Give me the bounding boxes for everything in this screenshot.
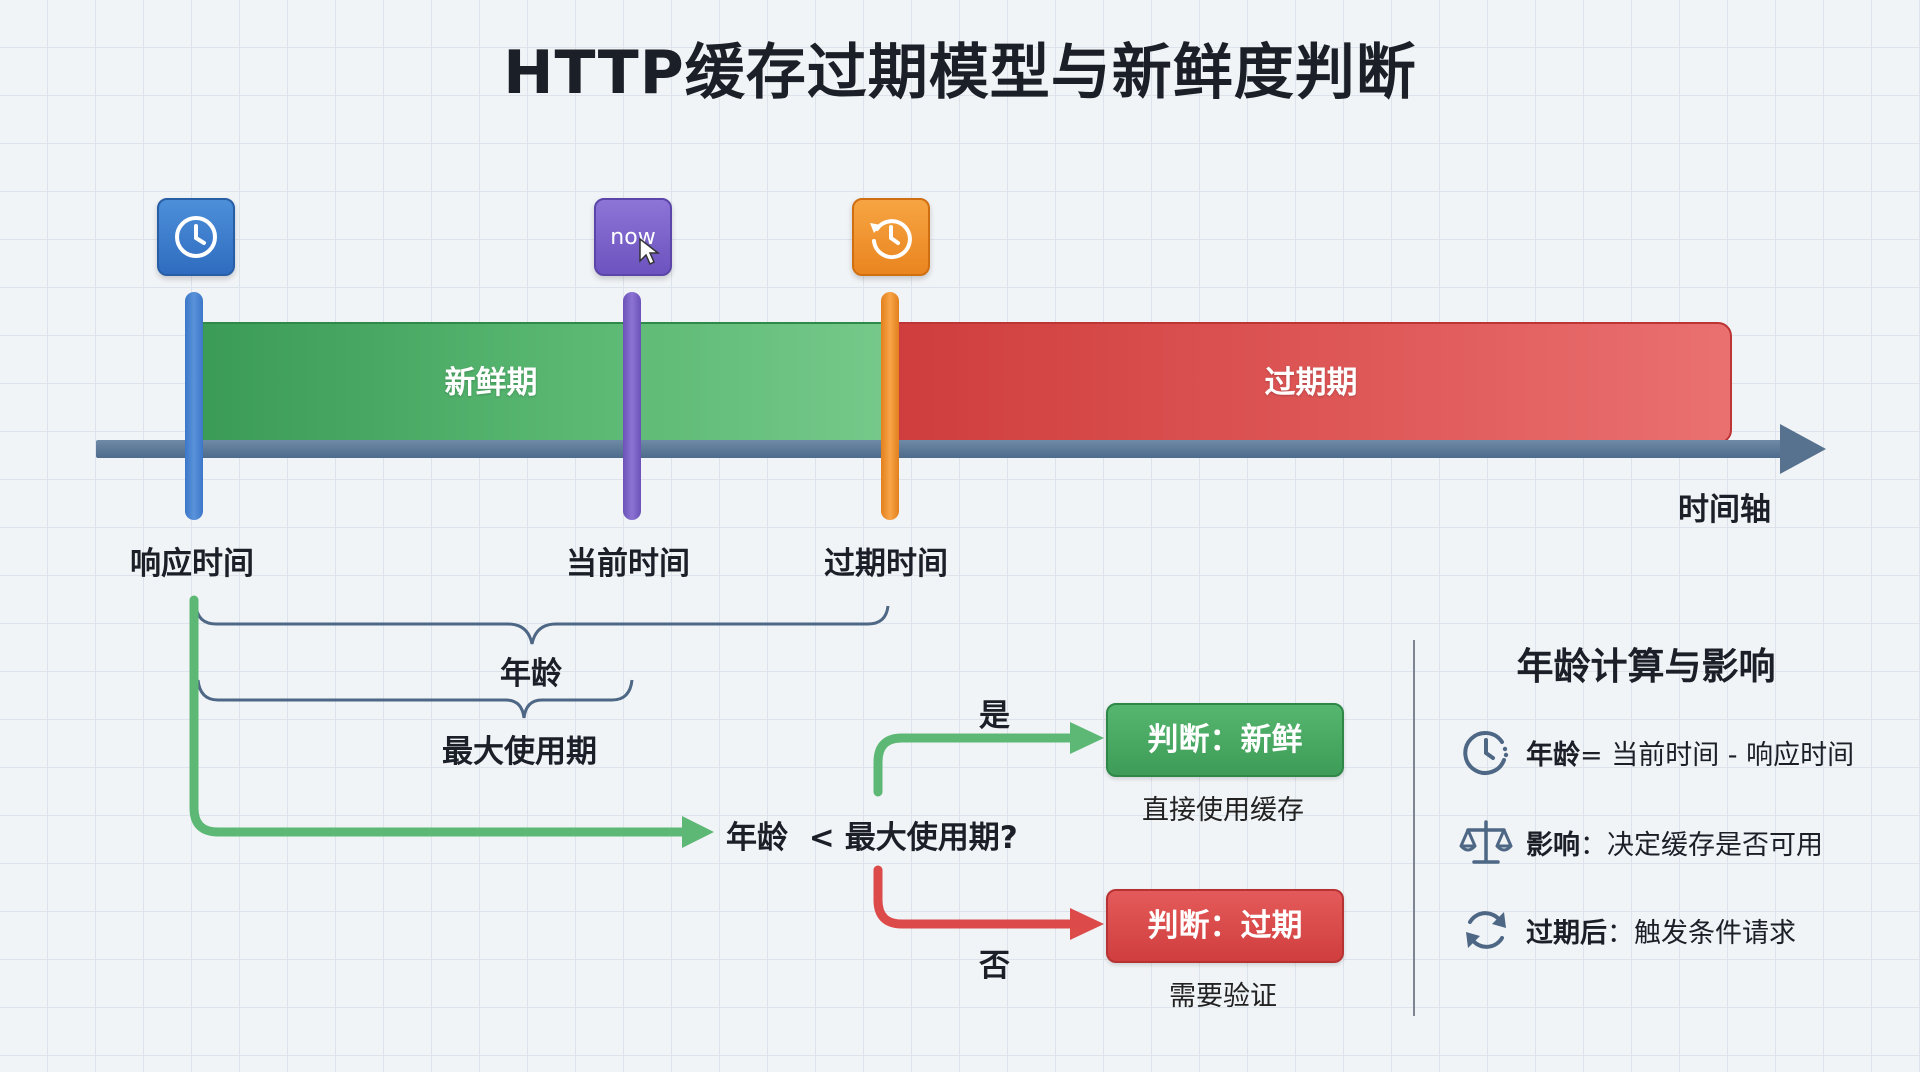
no-label: 否 bbox=[979, 948, 1010, 984]
fresh-decision-subtext: 直接使用缓存 bbox=[1142, 795, 1304, 826]
history-icon bbox=[870, 219, 912, 260]
sidebar-row-age-key: 年龄 bbox=[1526, 739, 1580, 771]
page-title: HTTP缓存过期模型与新鲜度判断 bbox=[503, 38, 1417, 108]
current-time-label: 当前时间 bbox=[566, 546, 690, 582]
question-operator: < bbox=[808, 820, 835, 856]
cursor-icon bbox=[639, 236, 661, 265]
response-time-line bbox=[185, 292, 203, 520]
yes-label: 是 bbox=[979, 698, 1010, 734]
fresh-period-label: 新鲜期 bbox=[444, 365, 538, 401]
time-axis bbox=[96, 440, 1788, 458]
sidebar-divider bbox=[1413, 640, 1415, 1016]
sidebar-row-after-expire-key: 过期后 bbox=[1526, 917, 1607, 949]
sidebar-row-impact-text: ：决定缓存是否可用 bbox=[1580, 829, 1823, 861]
no-connector bbox=[873, 865, 1075, 929]
current-time-line bbox=[623, 292, 641, 520]
sidebar-row-age-text: = 当前时间 - 响应时间 bbox=[1580, 739, 1855, 771]
expire-time-label: 过期时间 bbox=[824, 546, 948, 582]
no-arrowhead bbox=[1070, 908, 1104, 940]
flow-arrowhead bbox=[682, 816, 714, 848]
sidebar-row-impact-key: 影响 bbox=[1526, 829, 1580, 861]
stale-decision-subtext: 需要验证 bbox=[1169, 981, 1277, 1012]
time-axis-arrowhead bbox=[1780, 424, 1826, 474]
fresh-period-bar: 新鲜期 bbox=[198, 322, 894, 444]
sidebar-row-after-expire: 过期后：触发条件请求 bbox=[1458, 902, 1796, 958]
clock-dashed-icon bbox=[1463, 731, 1509, 775]
expire-time-line bbox=[881, 292, 899, 520]
sidebar-row-age: 年龄 = 当前时间 - 响应时间 bbox=[1458, 724, 1854, 780]
response-time-label: 响应时间 bbox=[130, 546, 254, 582]
expire-time-marker bbox=[852, 198, 930, 276]
flow-to-question bbox=[189, 595, 695, 837]
decision-question: 年龄 <最大使用期? bbox=[726, 812, 1018, 857]
sidebar-row-impact: 影响：决定缓存是否可用 bbox=[1458, 814, 1823, 870]
question-max-age: 最大使用期? bbox=[844, 820, 1018, 856]
sidebar-row-after-expire-text: ：触发条件请求 bbox=[1607, 917, 1796, 949]
question-age: 年龄 bbox=[726, 820, 788, 856]
yes-connector bbox=[873, 733, 1075, 797]
scale-icon bbox=[1459, 820, 1513, 864]
age-label: 年龄 bbox=[500, 656, 562, 692]
response-time-marker bbox=[157, 198, 235, 276]
max-age-brace bbox=[196, 679, 634, 719]
age-brace bbox=[194, 605, 890, 645]
stale-period-label: 过期期 bbox=[1264, 365, 1358, 401]
time-axis-label: 时间轴 bbox=[1678, 492, 1771, 528]
sidebar-title: 年龄计算与影响 bbox=[1516, 645, 1776, 688]
refresh-icon bbox=[1466, 911, 1506, 949]
max-age-label: 最大使用期 bbox=[442, 734, 597, 770]
clock-icon bbox=[175, 216, 217, 258]
current-time-marker: now bbox=[594, 198, 672, 276]
fresh-decision-box: 判断：新鲜 bbox=[1106, 703, 1344, 777]
stale-period-bar: 过期期 bbox=[890, 322, 1732, 444]
stale-decision-box: 判断：过期 bbox=[1106, 889, 1344, 963]
yes-arrowhead bbox=[1070, 722, 1104, 754]
